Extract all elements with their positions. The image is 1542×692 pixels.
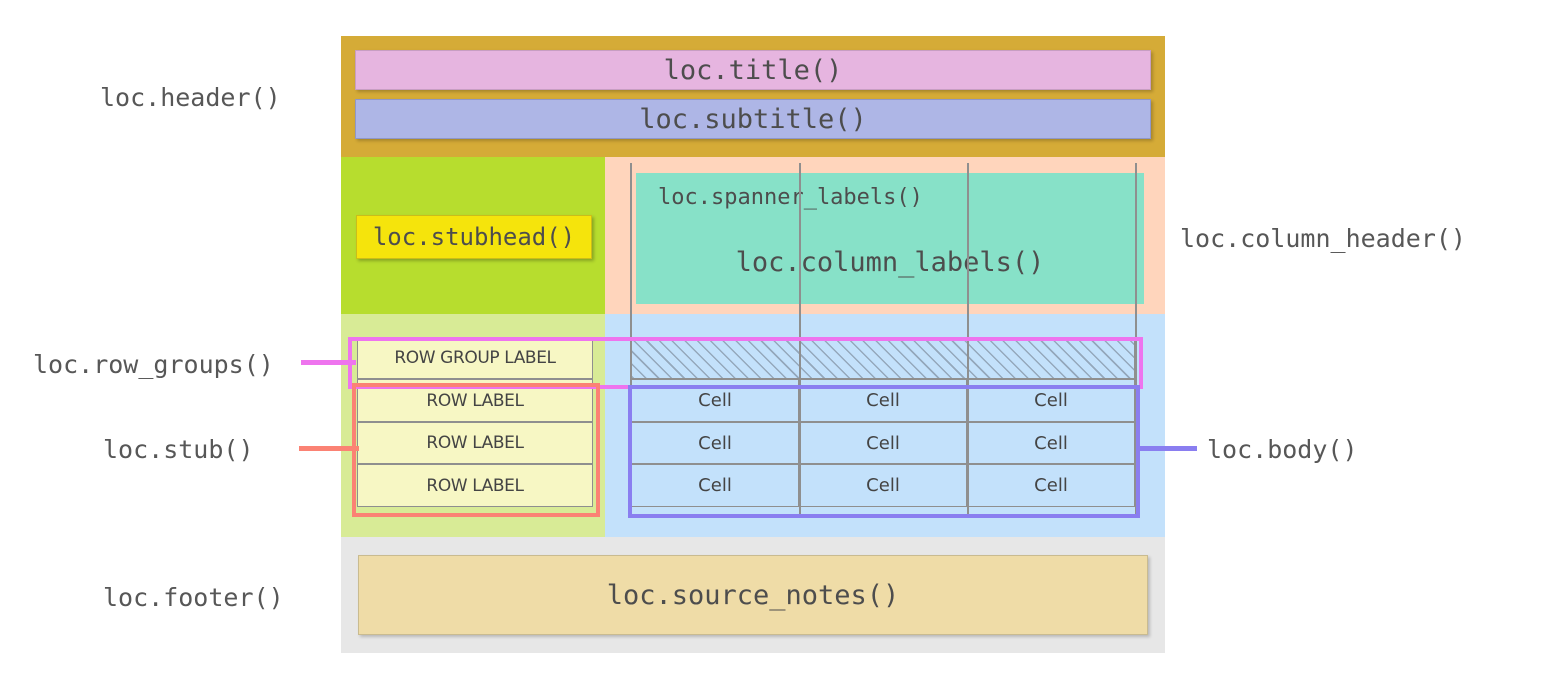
annotation-header: loc.header() [100,83,281,112]
annotation-body: loc.body() [1207,435,1358,464]
body-cell-text: Cell [866,475,900,496]
row-groups-connector-line [301,360,356,365]
row-group-label-cell: ROW GROUP LABEL [357,337,593,379]
body-cell-text: Cell [698,390,732,411]
stub-connector-line [299,446,359,451]
body-cell: Cell [967,422,1135,464]
body-region: ROW GROUP LABEL ROW LABEL ROW LABEL ROW … [341,314,1165,537]
subtitle-box: loc.subtitle() [355,99,1151,139]
stub-highlight-outline [352,383,600,517]
body-highlight-outline [628,385,1140,518]
body-connector-line [1137,446,1197,451]
source-notes-label: loc.source_notes() [606,579,900,611]
row-label-text: ROW LABEL [426,390,524,411]
title-label: loc.title() [663,54,843,86]
body-cell: Cell [799,422,967,464]
title-box: loc.title() [355,50,1151,90]
body-cell-text: Cell [866,390,900,411]
row-label-text: ROW LABEL [426,433,524,453]
row-group-span-hatched [631,337,1135,379]
stubhead-label: loc.stubhead() [372,223,576,251]
column-labels-box: loc.column_labels() [636,221,1144,304]
annotation-column-header: loc.column_header() [1180,224,1466,253]
annotation-footer: loc.footer() [103,583,284,612]
source-notes-box: loc.source_notes() [358,555,1148,635]
body-cell-text: Cell [698,475,732,496]
footer-region: loc.source_notes() [341,537,1165,653]
body-cell: Cell [631,464,799,507]
spanner-labels-label: loc.spanner_labels() [658,184,923,210]
row-groups-highlight-outline [348,337,1143,389]
stubhead-region: loc.stubhead() [341,157,605,314]
body-cell-text: Cell [1034,432,1068,454]
spanner-labels-box: loc.spanner_labels() [636,173,966,221]
annotation-stub: loc.stub() [103,435,254,464]
column-header-region: loc.spanner_labels() loc.column_labels() [605,157,1165,314]
body-cell-text: Cell [866,432,900,454]
subtitle-label: loc.subtitle() [639,103,867,135]
body-cell-text: Cell [1034,390,1068,411]
body-cell: Cell [967,464,1135,507]
body-cell: Cell [631,422,799,464]
row-label-cell: ROW LABEL [357,422,593,464]
body-cell-text: Cell [698,432,732,454]
header-region: loc.title() loc.subtitle() [341,36,1165,157]
column-header-filler [966,173,1144,221]
row-group-label-text: ROW GROUP LABEL [394,348,556,368]
column-labels-label: loc.column_labels() [735,247,1045,278]
row-label-cell: ROW LABEL [357,464,593,507]
stubhead-box: loc.stubhead() [356,215,592,259]
annotation-row-groups: loc.row_groups() [33,350,274,379]
body-cell-text: Cell [1034,475,1068,496]
row-label-text: ROW LABEL [426,475,524,496]
